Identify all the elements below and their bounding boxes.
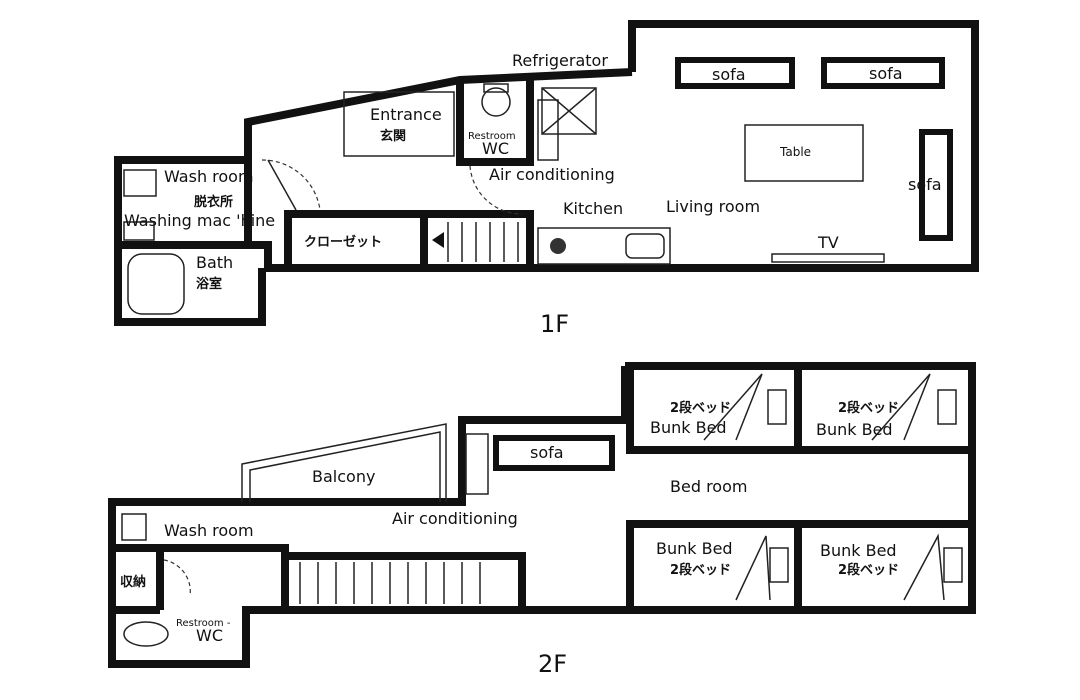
f1-stairs [432,222,519,262]
f1-bath-label: Bath [196,253,233,272]
f2-outer-wall [108,362,976,668]
f1-refrigerator-label: Refrigerator [512,51,608,70]
f1-entrance-step [343,91,455,157]
f1-wash-wall [114,156,266,326]
f2-bunk-bed-jp-label-1: 2段ベッド [670,400,731,416]
door-swing-icon [469,165,523,215]
f1-kitchen-counter [537,227,671,265]
f2-bunk-room-bottom [626,520,968,606]
stove-icon [550,238,566,254]
f1-tv-stand [771,253,885,263]
f2-sofa [493,435,615,471]
f1-kitchen-label: Kitchen [563,199,623,218]
floor-2f: sofa Balcony Bed room Air conditioning W… [108,362,976,678]
f1-living-room-label: Living room [666,197,760,216]
f1-sofa-3 [919,129,953,241]
f2-bunk-room-top [626,370,968,454]
f2-air-conditioning-label: Air conditioning [392,509,518,528]
f1-air-conditioning-label: Air conditioning [489,165,615,184]
f2-bunk-bed-jp-label-4: 2段ベッド [838,562,899,578]
f2-bunk-bed-en-label-1: Bunk Bed [650,418,727,437]
f2-bunk-beds-icons [703,373,963,601]
washer-icon [123,221,155,241]
f1-entrance-jp-label: 玄関 [380,128,406,144]
f1-sofa-1-label: sofa [712,65,746,84]
f1-bath-jp-label: 浴室 [196,276,222,292]
floor-1f: Refrigerator sofa sofa sofa Entrance 玄関 … [114,20,979,338]
f2-bed-room-label: Bed room [670,477,747,496]
f2-bunk-bed-jp-label-2: 2段ベッド [838,400,899,416]
f2-stairs [299,562,481,604]
f2-sofa-label: sofa [530,443,564,462]
bathtub-icon [127,253,185,315]
stairs-arrow-icon [432,232,444,248]
f1-wc-wall [456,80,534,166]
f1-table-label: Table [779,145,811,159]
f2-stairs-wall [285,552,526,606]
f1-entrance-label: Entrance [370,105,442,124]
sink-icon [121,513,147,541]
f1-outer-wall [244,20,979,272]
f1-sofa-3-label: sofa [908,175,942,194]
f1-wc-label: WC [482,139,509,158]
f2-restroom-label: Restroom - [176,618,231,629]
f1-tv-label: TV [817,233,839,252]
door-swing-icon [163,559,191,597]
f2-balcony-label: Balcony [312,467,375,486]
f1-floor-label: 1F [540,310,569,338]
toilet-icon [481,87,511,117]
f2-balcony-outline [241,423,447,502]
f1-closet-wall [284,210,534,268]
f1-restroom-label: Restroom [468,131,516,142]
f2-wash-room-label: Wash room [164,521,254,540]
f2-shelf [465,433,489,495]
sink-icon [123,169,157,197]
toilet-tank-icon [483,83,509,93]
f1-sofa-2-label: sofa [869,64,903,83]
f2-west-wall [112,544,289,610]
f1-counter [537,99,559,161]
f2-bunk-bed-jp-label-3: 2段ベッド [670,562,731,578]
f1-table [744,124,864,182]
f2-wc-label: WC [196,626,223,645]
f2-floor-label: 2F [538,650,567,678]
f1-washing-machine-label: Washing mac 'hine [124,211,275,230]
f2-bunk-bed-en-label-4: Bunk Bed [820,541,897,560]
f2-bunk-bed-en-label-3: Bunk Bed [656,539,733,558]
f1-sofa-1 [675,57,795,89]
f1-refrigerator-box [541,87,597,135]
f1-wash-room-label: Wash room [164,167,254,186]
f1-sofa-2 [821,57,945,89]
f1-wash-room-jp-label: 脱衣所 [194,194,233,210]
f1-closet-label: クローゼット [304,234,382,250]
sink-icon [625,233,665,259]
door-swing-icon [261,159,321,211]
f2-bunk-bed-en-label-2: Bunk Bed [816,420,893,439]
toilet-icon [123,621,169,647]
f2-storage-label: 収納 [120,574,146,590]
